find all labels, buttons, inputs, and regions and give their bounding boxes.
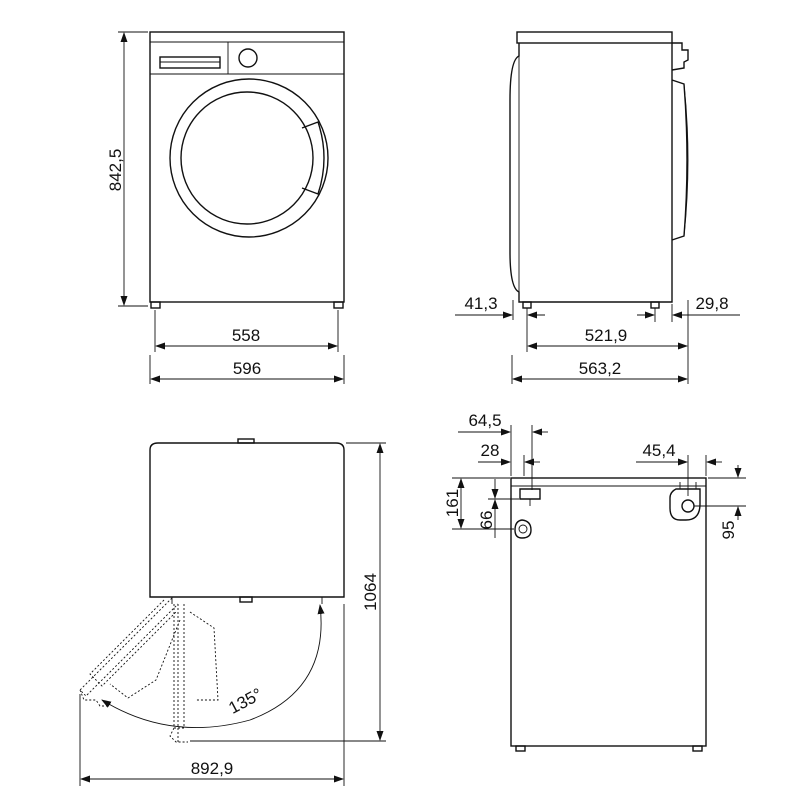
door-angle-label: 135° (225, 684, 265, 717)
back-view: 64,5 28 45,4 161 66 95 (443, 411, 746, 752)
door-profile (671, 79, 688, 241)
detergent-drawer (159, 56, 221, 69)
door-handle (301, 121, 325, 195)
back-drain-offset-label: 28 (481, 441, 500, 460)
front-body (149, 31, 345, 303)
side-total-depth-label: 563,2 (579, 359, 622, 378)
side-top-panel (516, 31, 673, 44)
front-feet-width-label: 558 (232, 326, 260, 345)
back-outlet-height-label: 95 (719, 521, 738, 540)
front-view: 842,5 558 596 (106, 31, 345, 384)
front-total-width-label: 596 (233, 359, 261, 378)
swing-arc (101, 604, 325, 728)
front-height-label: 842,5 (106, 149, 125, 192)
back-inlet-height-label: 66 (477, 511, 496, 530)
top-width-open-label: 892,9 (191, 759, 234, 778)
drain-connector (519, 488, 541, 500)
drain-outlet (669, 488, 701, 521)
back-inlet-offset-label: 64,5 (468, 411, 501, 430)
top-view: 135° 1064 892,9 (79, 438, 386, 786)
door-glass (180, 91, 314, 225)
rear-connection (671, 42, 689, 71)
side-view: 41,3 29,8 521,9 563,2 (455, 31, 740, 384)
top-body (149, 442, 345, 598)
open-door-outline (79, 597, 219, 743)
side-body (509, 43, 673, 303)
inlet-valve (514, 519, 532, 539)
back-drain-height-label: 161 (443, 489, 462, 517)
back-body (510, 477, 707, 747)
side-left-offset-label: 41,3 (464, 294, 497, 313)
program-knob (238, 48, 258, 68)
side-right-offset-label: 29,8 (695, 294, 728, 313)
top-depth-open-label: 1064 (361, 573, 380, 611)
door-outer-ring (169, 78, 329, 238)
back-outlet-right-label: 45,4 (642, 441, 675, 460)
side-feet-span-label: 521,9 (585, 326, 628, 345)
